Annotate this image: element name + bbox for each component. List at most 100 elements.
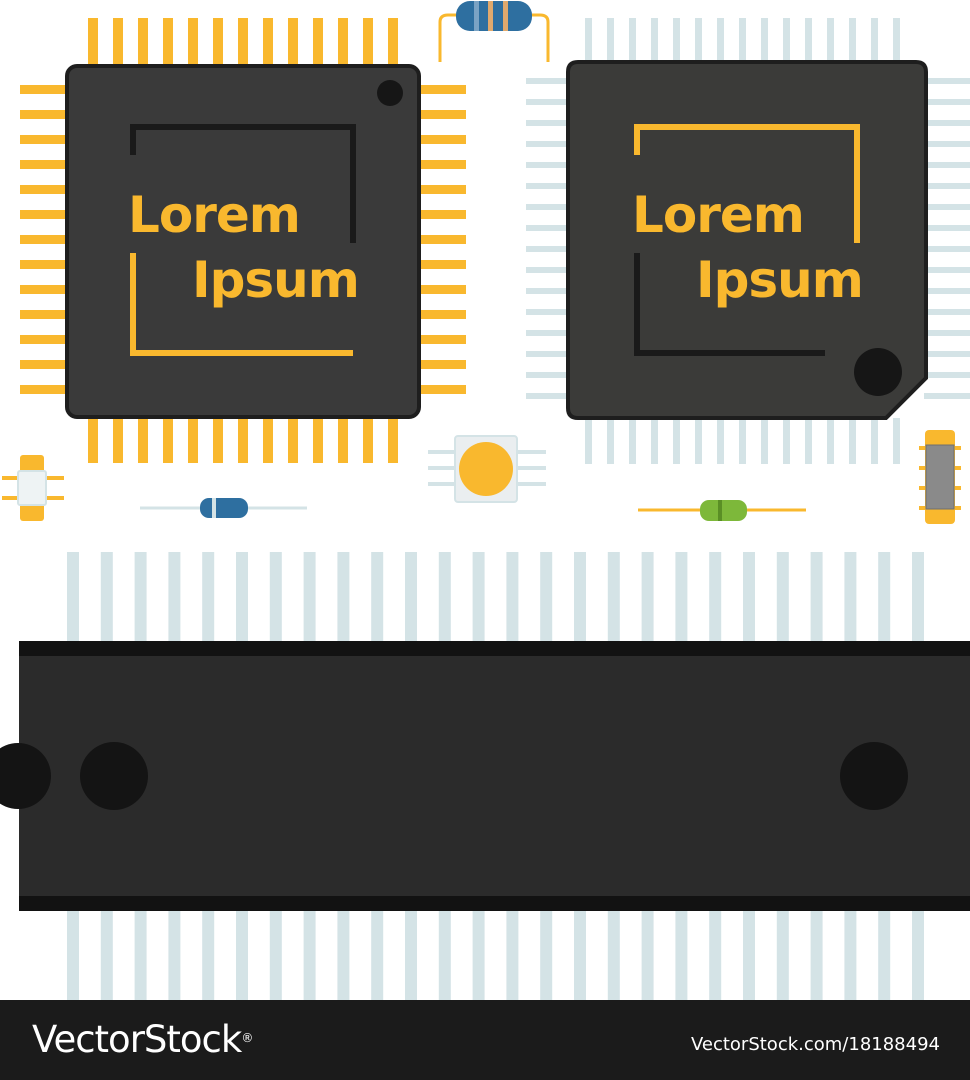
pin [805,18,812,64]
pin [472,552,485,644]
pin [761,418,768,464]
pin [585,418,592,464]
pin [20,235,68,244]
pin [88,18,98,68]
pin [418,360,466,369]
pin [313,18,323,68]
pin [20,285,68,294]
pin [526,99,570,105]
pin [673,18,680,64]
big-chip [0,641,970,911]
pin [418,210,466,219]
pin [743,552,755,644]
pin [20,185,68,194]
pin [924,246,970,252]
pin [540,552,553,644]
pin [338,18,348,68]
pin [695,18,702,64]
pin [924,351,970,357]
pin [134,552,147,644]
circuit-components-illustration: Lorem Ipsum Lorem Ipsum [0,1,970,1000]
pin [418,385,466,394]
small-transistor [2,455,64,521]
pin [113,415,123,463]
pin [100,908,113,1000]
pin [912,908,924,1000]
pin [20,335,68,344]
trademark-symbol: ® [241,1031,253,1045]
left-chip: Lorem Ipsum [65,64,421,419]
pin [418,285,466,294]
pin [526,204,570,210]
pin [526,372,570,378]
pin [188,415,198,463]
pin [607,552,620,644]
pin [20,85,68,94]
pin [783,18,790,64]
pin [761,18,768,64]
pin [526,162,570,168]
pin [776,908,789,1000]
pin [20,210,68,219]
pin [526,183,570,189]
pin [113,18,123,68]
pin [585,18,592,64]
pin [629,18,636,64]
pin [338,415,348,463]
pin [20,360,68,369]
pin [202,552,215,644]
pin [629,418,636,464]
pin [337,552,350,644]
pin [607,18,614,64]
pin [20,160,68,169]
pin [526,288,570,294]
image-id-text: VectorStock.com/18188494 [690,1034,940,1055]
pin [739,18,746,64]
pin [526,330,570,336]
pin [526,225,570,231]
right-chip: Lorem Ipsum [566,60,928,420]
left-chip-text-line1: Lorem [128,186,300,244]
pin [238,18,248,68]
pin [418,160,466,169]
pin [651,18,658,64]
pin [134,908,147,1000]
pin [405,908,417,1000]
pin [924,225,970,231]
pin [363,415,373,463]
vectorstock-logo: VectorStock® [32,1018,253,1062]
pin [405,552,417,644]
pin [810,552,823,644]
pin [871,18,878,64]
pin [924,141,970,147]
pin [540,908,553,1000]
pin [20,385,68,394]
pin [269,908,282,1000]
pin [871,418,878,464]
pin [924,183,970,189]
pin [924,309,970,315]
pin [709,552,722,644]
pin [526,141,570,147]
pin [641,908,654,1000]
pin [810,908,823,1000]
pin [418,110,466,119]
pin [213,18,223,68]
blue-resistor [140,498,307,518]
pin [924,78,970,84]
pin [924,330,970,336]
pin [849,18,856,64]
pin [805,418,812,464]
right-chip-pins [526,18,970,464]
pin [388,18,398,68]
pin [67,908,79,1000]
footer-bar: VectorStock® VectorStock.com/18188494 [0,1000,970,1080]
pin [20,110,68,119]
pin [924,162,970,168]
right-chip-text-line2: Ipsum [696,251,863,309]
pin [418,235,466,244]
green-resistor [638,500,806,521]
pin [288,18,298,68]
pin [269,552,282,644]
pin [893,18,900,64]
